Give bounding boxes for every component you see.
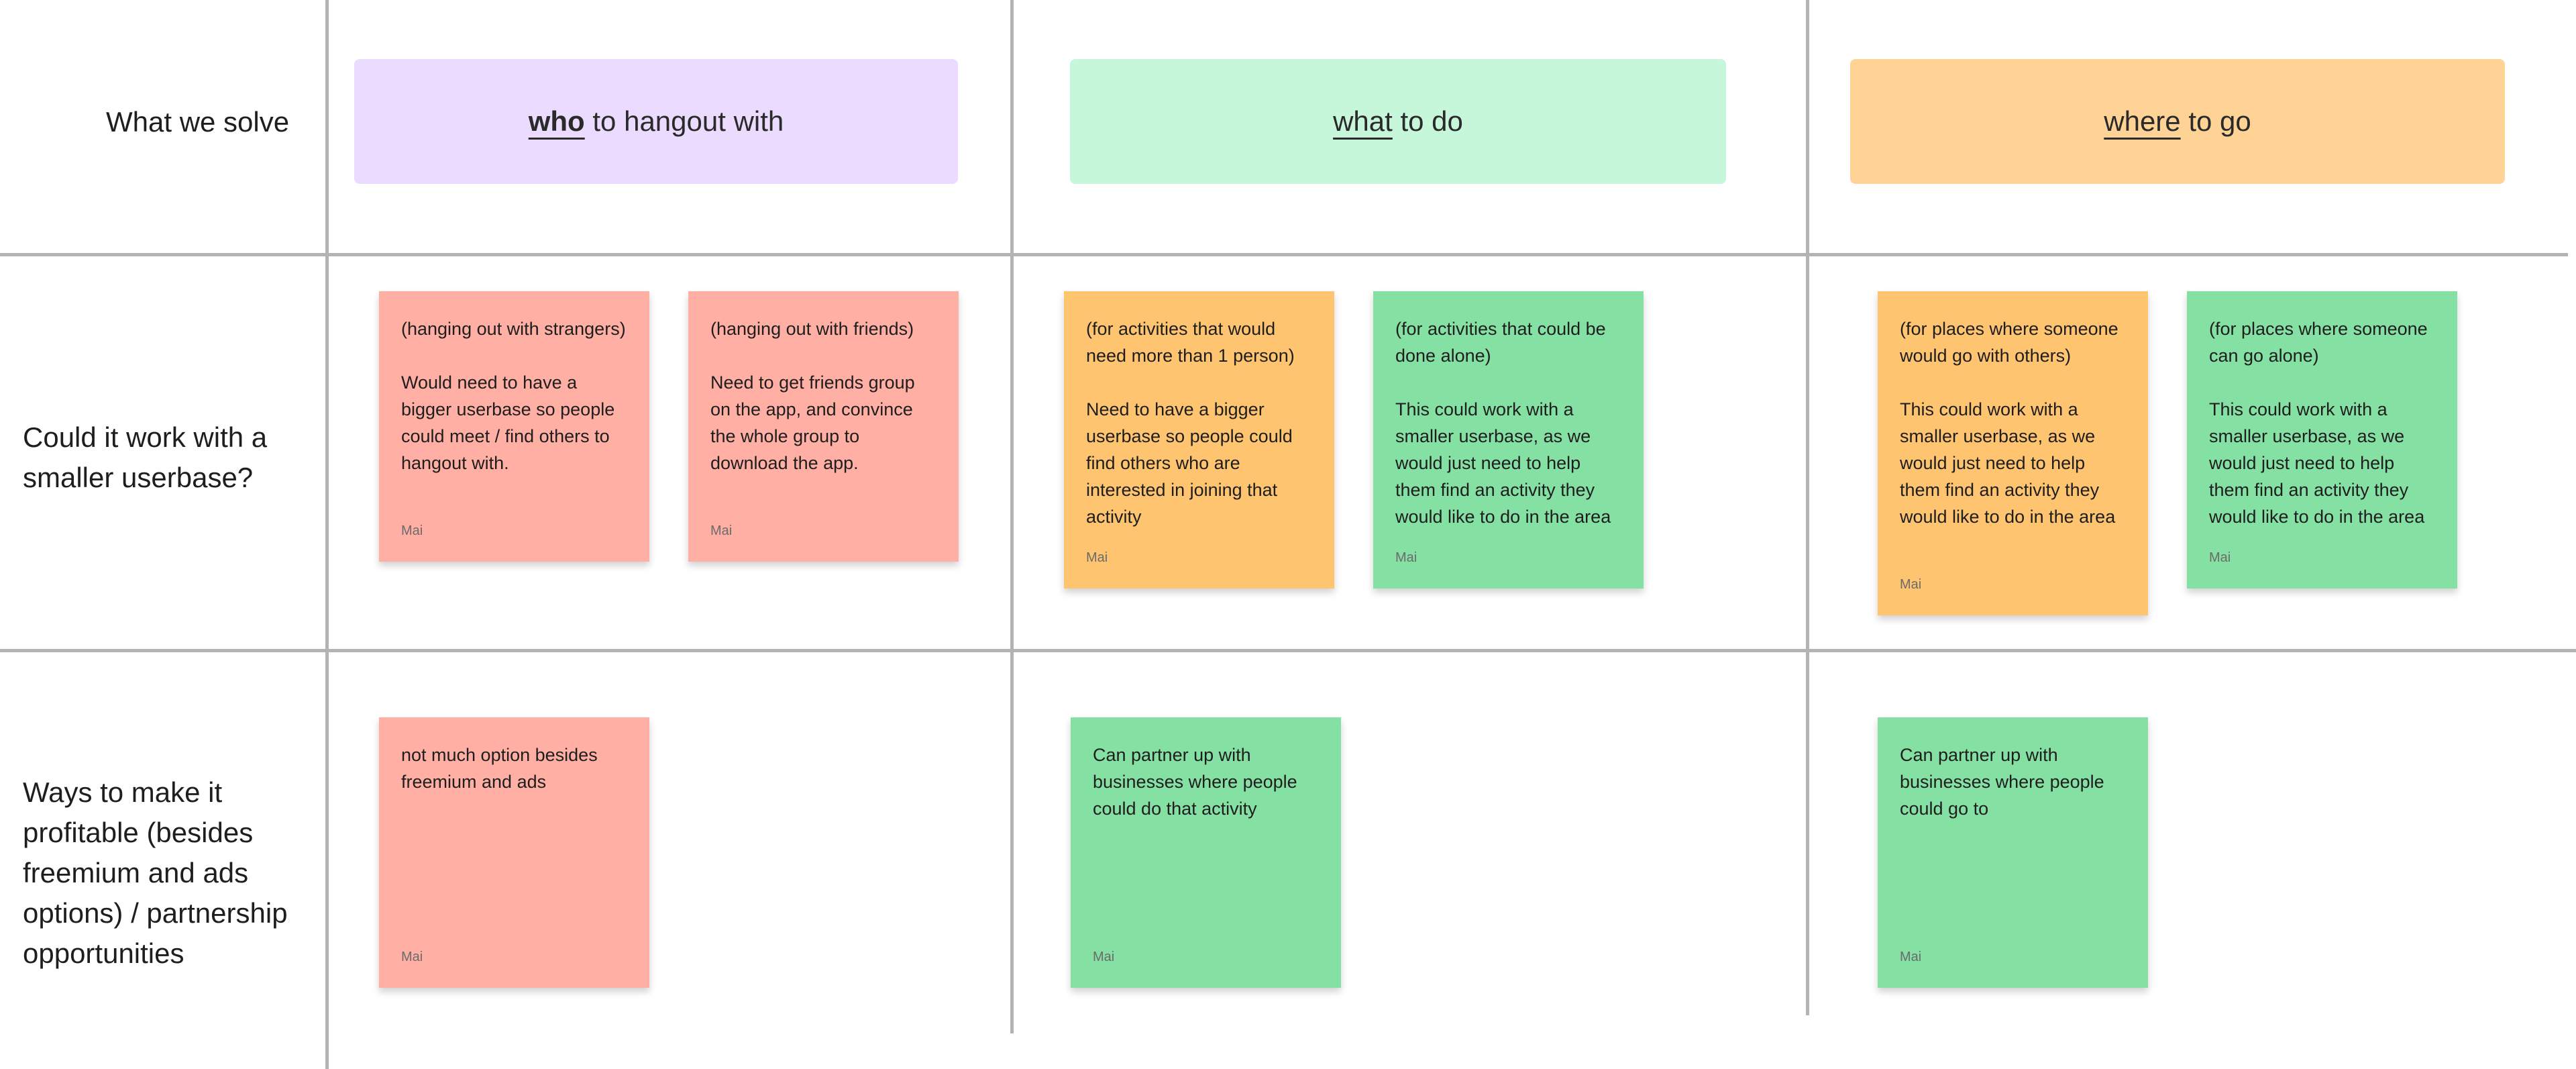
sticky-note-text: (for activities that could be done alone… [1395, 319, 1611, 527]
sticky-note-text: (for places where someone can go alone) … [2209, 319, 2428, 527]
sticky-note-text: (hanging out with strangers) Would need … [401, 319, 626, 473]
sticky-note-author: Mai [1086, 550, 1108, 565]
header-text-where: to go [2180, 105, 2251, 137]
sticky-note-strangers[interactable]: (hanging out with strangers) Would need … [379, 291, 649, 562]
row-label-profitability: Ways to make it profitable (besides free… [23, 776, 288, 969]
row-divider-2 [0, 649, 2576, 652]
sticky-note-text: (for places where someone would go with … [1900, 319, 2118, 527]
column-divider-1 [325, 0, 329, 1069]
sticky-note-text: Can partner up with businesses where peo… [1093, 745, 1297, 819]
header-keyword-who: who [528, 105, 585, 137]
header-keyword-where: where [2104, 105, 2181, 137]
sticky-note-author: Mai [401, 523, 423, 538]
sticky-note-text: (hanging out with friends) Need to get f… [710, 319, 915, 473]
row-label-what-we-solve: What we solve [106, 106, 290, 138]
sticky-note-author: Mai [1900, 577, 1922, 592]
header-card-where[interactable]: where to go [1850, 59, 2505, 184]
header-text-what: to do [1392, 105, 1463, 137]
row-label-smaller-userbase: Could it work with a smaller userbase? [23, 421, 268, 493]
sticky-note-text: not much option besides freemium and ads [401, 745, 598, 792]
sticky-note-author: Mai [401, 950, 423, 964]
sticky-note-author: Mai [1900, 950, 1922, 964]
sticky-note-author: Mai [1395, 550, 1417, 565]
sticky-note-partner-places[interactable]: Can partner up with businesses where peo… [1878, 717, 2148, 988]
sticky-note-author: Mai [710, 523, 733, 538]
sticky-note-author: Mai [1093, 950, 1115, 964]
sticky-note-group-places[interactable]: (for places where someone would go with … [1878, 291, 2148, 615]
sticky-note-freemium-ads[interactable]: not much option besides freemium and ads… [379, 717, 649, 988]
sticky-note-author: Mai [2209, 550, 2231, 565]
sticky-note-partner-activities[interactable]: Can partner up with businesses where peo… [1071, 717, 1341, 988]
sticky-note-text: Can partner up with businesses where peo… [1900, 745, 2104, 819]
header-card-what[interactable]: what to do [1070, 59, 1726, 184]
sticky-note-solo-activities[interactable]: (for activities that could be done alone… [1373, 291, 1644, 589]
column-divider-2 [1010, 0, 1014, 1033]
sticky-note-friends[interactable]: (hanging out with friends) Need to get f… [688, 291, 959, 562]
sticky-note-solo-places[interactable]: (for places where someone can go alone) … [2187, 291, 2457, 589]
header-card-who[interactable]: who to hangout with [354, 59, 958, 184]
sticky-note-group-activities[interactable]: (for activities that would need more tha… [1064, 291, 1334, 589]
row-divider-1 [0, 253, 2568, 256]
header-text-who: to hangout with [584, 105, 784, 137]
sticky-note-text: (for activities that would need more tha… [1086, 319, 1295, 527]
column-divider-3 [1806, 0, 1809, 1015]
header-keyword-what: what [1333, 105, 1393, 137]
